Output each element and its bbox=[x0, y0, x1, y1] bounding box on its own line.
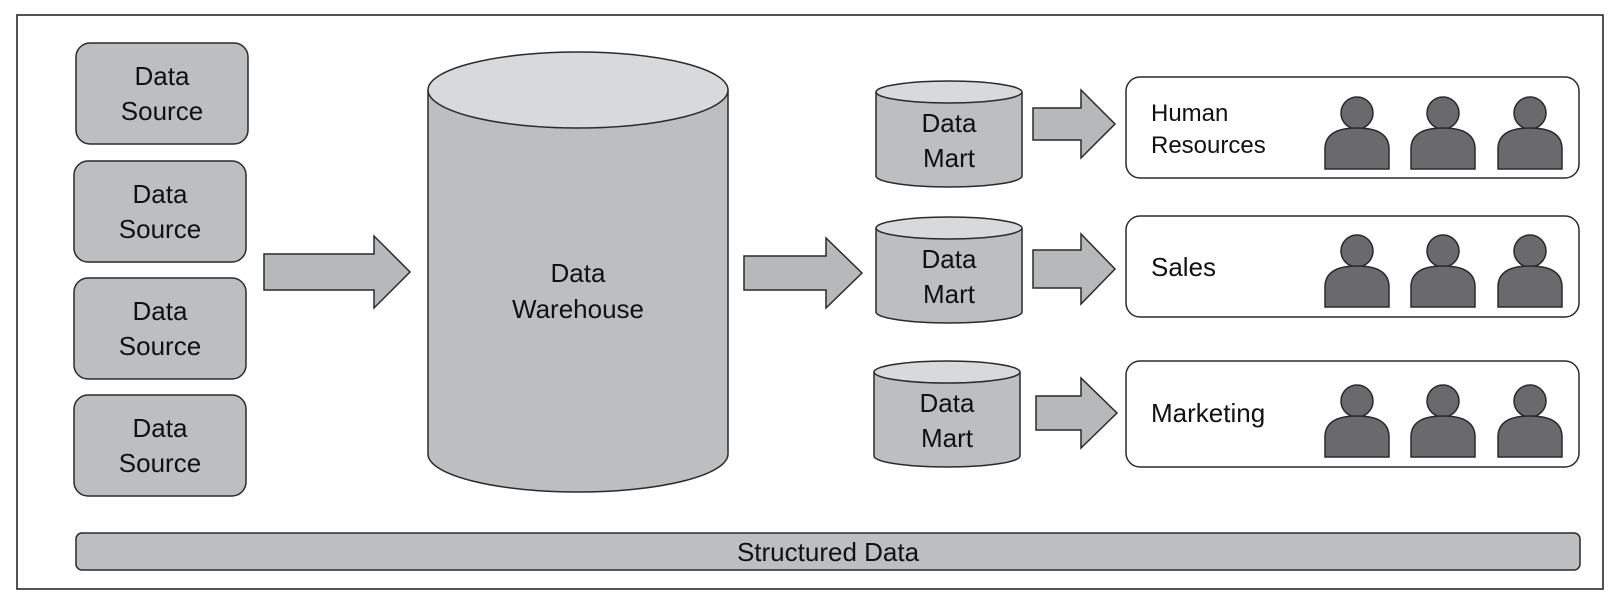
data-mart-label-line2: Mart bbox=[923, 279, 976, 309]
person-icon bbox=[1324, 384, 1390, 458]
structured-data-label: Structured Data bbox=[737, 537, 920, 567]
person-icon bbox=[1324, 234, 1390, 308]
department-box-human-resources: Human Resources bbox=[1125, 76, 1580, 179]
flow-arrow bbox=[1032, 88, 1117, 160]
flow-arrow bbox=[743, 236, 864, 310]
data-source-label-line1: Data bbox=[133, 296, 188, 326]
data-source-box: Data Source bbox=[73, 394, 247, 497]
flow-arrow bbox=[263, 234, 412, 310]
data-mart-top bbox=[875, 216, 1023, 240]
flow-arrow bbox=[1035, 376, 1119, 450]
data-warehouse-cylinder: Data Warehouse bbox=[427, 51, 729, 493]
data-source-label-line2: Source bbox=[119, 331, 201, 361]
data-source-label-line1: Data bbox=[135, 61, 190, 91]
data-warehouse-label-line1: Data bbox=[551, 258, 606, 288]
person-icon bbox=[1497, 96, 1563, 170]
person-icon bbox=[1410, 96, 1476, 170]
department-label-line1: Sales bbox=[1151, 252, 1216, 282]
data-mart-body bbox=[875, 228, 1023, 324]
data-mart-top bbox=[875, 80, 1023, 104]
data-mart-top bbox=[873, 360, 1021, 384]
data-mart-body bbox=[873, 372, 1021, 468]
data-mart-label-line2: Mart bbox=[921, 423, 974, 453]
data-mart-cylinder: Data Mart bbox=[875, 216, 1023, 324]
data-warehouse-label-line2: Warehouse bbox=[512, 294, 644, 324]
person-icon bbox=[1410, 384, 1476, 458]
data-source-label-line1: Data bbox=[133, 413, 188, 443]
person-icon bbox=[1497, 234, 1563, 308]
data-source-box-shape bbox=[73, 160, 247, 263]
structured-data-bar: Structured Data bbox=[75, 532, 1581, 571]
data-source-label-line1: Data bbox=[133, 179, 188, 209]
data-source-box-shape bbox=[73, 277, 247, 380]
data-mart-label-line1: Data bbox=[920, 388, 975, 418]
data-mart-cylinder: Data Mart bbox=[873, 360, 1021, 468]
data-mart-cylinder: Data Mart bbox=[875, 80, 1023, 188]
data-mart-label-line2: Mart bbox=[923, 143, 976, 173]
data-source-box-shape bbox=[73, 394, 247, 497]
data-mart-label-line1: Data bbox=[922, 108, 977, 138]
data-source-label-line2: Source bbox=[119, 214, 201, 244]
flow-arrow bbox=[1032, 232, 1117, 306]
data-source-box: Data Source bbox=[73, 160, 247, 263]
person-icon bbox=[1497, 384, 1563, 458]
person-icon bbox=[1410, 234, 1476, 308]
data-warehouse-body bbox=[427, 90, 729, 493]
data-mart-body bbox=[875, 92, 1023, 188]
data-source-box: Data Source bbox=[73, 277, 247, 380]
data-mart-label-line1: Data bbox=[922, 244, 977, 274]
department-box-sales: Sales bbox=[1125, 215, 1580, 318]
structured-data-bar-shape bbox=[75, 532, 1581, 571]
department-label-line1: Human bbox=[1151, 100, 1228, 127]
data-source-label-line2: Source bbox=[121, 96, 203, 126]
data-source-box: Data Source bbox=[75, 42, 249, 145]
department-box-marketing: Marketing bbox=[1125, 360, 1580, 468]
data-source-box-shape bbox=[75, 42, 249, 145]
data-warehouse-top bbox=[427, 51, 729, 129]
person-icon bbox=[1324, 96, 1390, 170]
department-label-line2: Resources bbox=[1151, 132, 1266, 159]
data-source-label-line2: Source bbox=[119, 448, 201, 478]
department-label-line1: Marketing bbox=[1151, 398, 1265, 428]
